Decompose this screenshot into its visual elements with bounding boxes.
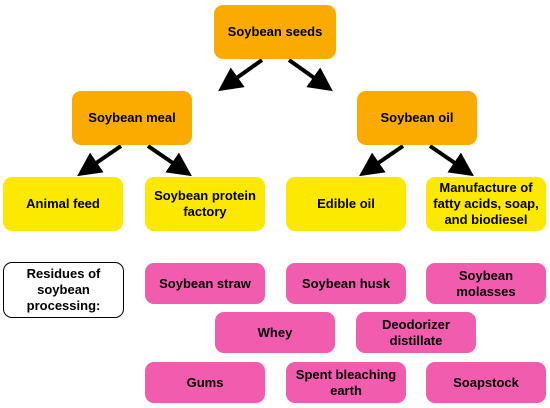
animal-feed-node: Animal feed (3, 177, 123, 231)
soybean-meal-node: Soybean meal (72, 91, 192, 145)
residue-soybean-molasses: Soybean molasses (426, 263, 546, 304)
soybean-protein-factory-node: Soybean protein factory (145, 177, 265, 231)
arrow-meal-to-animal-feed (77, 144, 123, 177)
arrow-meal-to-protein-factory (146, 144, 192, 177)
soybean-oil-node: Soybean oil (357, 91, 477, 145)
residues-heading: Residues of soybean processing: (3, 262, 124, 318)
arrow-oil-to-edible-oil (359, 144, 405, 177)
residue-gums: Gums (145, 362, 265, 403)
residue-spent-bleaching-earth: Spent bleaching earth (286, 362, 406, 403)
residue-soybean-husk: Soybean husk (286, 263, 406, 304)
arrow-seeds-to-oil (287, 58, 333, 92)
residue-soybean-straw: Soybean straw (145, 263, 265, 304)
soybean-seeds-node: Soybean seeds (214, 5, 336, 59)
residue-soapstock: Soapstock (426, 362, 546, 403)
residue-deodorizer-distillate: Deodorizer distillate (356, 312, 476, 353)
residue-whey: Whey (215, 312, 335, 353)
manufacture-node: Manufacture of fatty acids, soap, and bi… (426, 177, 546, 231)
edible-oil-node: Edible oil (286, 177, 406, 231)
arrow-oil-to-manufacture (428, 144, 474, 177)
arrow-seeds-to-meal (218, 58, 264, 92)
